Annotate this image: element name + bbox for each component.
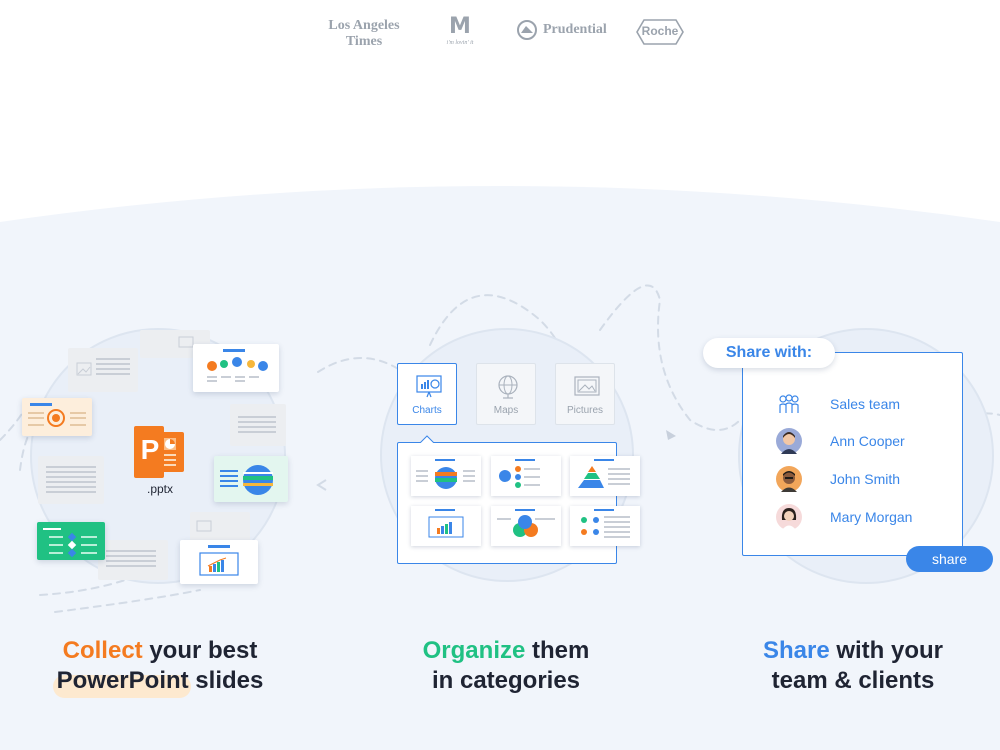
chart-presentation-icon [416, 375, 442, 398]
recipient-john-smith[interactable]: John Smith [776, 466, 900, 492]
slide-thumbnail [180, 540, 258, 584]
slide-thumbnail [193, 344, 279, 392]
recipient-name: Ann Cooper [830, 433, 905, 449]
category-tab-charts[interactable]: Charts [397, 363, 457, 425]
mcdonalds-logo: M i'm lovin' it [446, 14, 474, 47]
slide-thumbnail [98, 540, 168, 580]
recipient-ann-cooper[interactable]: Ann Cooper [776, 428, 905, 454]
slide-thumbnail [190, 512, 250, 542]
collect-caption: Collect your best PowerPoint slides [56, 637, 264, 694]
picture-icon [574, 376, 600, 396]
chart-slide-thumbnail[interactable] [411, 456, 481, 496]
chart-slide-thumbnail[interactable] [491, 506, 561, 546]
chart-slide-thumbnail[interactable] [491, 456, 561, 496]
slide-thumbnail [230, 404, 286, 446]
client-logos: Los Angeles Times M i'm lovin' it Pruden… [0, 14, 1000, 54]
powerpoint-highlight: PowerPoint [56, 667, 189, 694]
prudential-logo: Prudential [517, 20, 607, 40]
organize-accent: Organize [422, 637, 526, 664]
pptx-file-label: .pptx [146, 482, 173, 496]
powerpoint-letter: P [140, 434, 160, 465]
category-tab-pictures[interactable]: Pictures [555, 363, 615, 425]
slide-thumbnail [37, 522, 105, 560]
avatar [776, 466, 802, 492]
slide-thumbnail [22, 398, 92, 436]
collect-accent: Collect [62, 637, 143, 664]
category-tab-maps[interactable]: Maps [476, 363, 536, 425]
slide-thumbnail [68, 348, 138, 392]
la-times-logo: Los Angeles Times [328, 18, 400, 49]
recipient-sales-team[interactable]: Sales team [776, 391, 900, 417]
share-caption: Share with your team & clients [762, 637, 944, 694]
recipient-name: John Smith [830, 471, 901, 487]
category-tab-label: Maps [493, 405, 519, 416]
avatar [776, 504, 802, 530]
share-with-heading: Share with: [703, 338, 835, 368]
roche-logo: Roche [636, 18, 684, 46]
share-accent: Share [762, 637, 830, 664]
chart-slide-thumbnail[interactable] [570, 456, 640, 496]
share-button[interactable]: share [906, 546, 993, 572]
prudential-rock-icon [517, 20, 537, 40]
team-icon [776, 391, 802, 417]
organize-caption: Organize them in categories [422, 637, 590, 694]
recipient-mary-morgan[interactable]: Mary Morgan [776, 504, 912, 530]
slide-thumbnail [38, 456, 104, 504]
chart-slide-thumbnail[interactable] [570, 506, 640, 546]
category-tab-label: Charts [412, 405, 442, 416]
chart-slide-thumbnail[interactable] [411, 506, 481, 546]
globe-icon [498, 375, 518, 399]
recipient-name: Sales team [830, 396, 901, 412]
avatar [776, 428, 802, 454]
slide-thumbnail [214, 456, 288, 502]
powerpoint-file-icon [134, 426, 184, 478]
category-tab-label: Pictures [566, 405, 604, 416]
recipient-name: Mary Morgan [830, 509, 913, 525]
panel-pointer [420, 435, 434, 443]
